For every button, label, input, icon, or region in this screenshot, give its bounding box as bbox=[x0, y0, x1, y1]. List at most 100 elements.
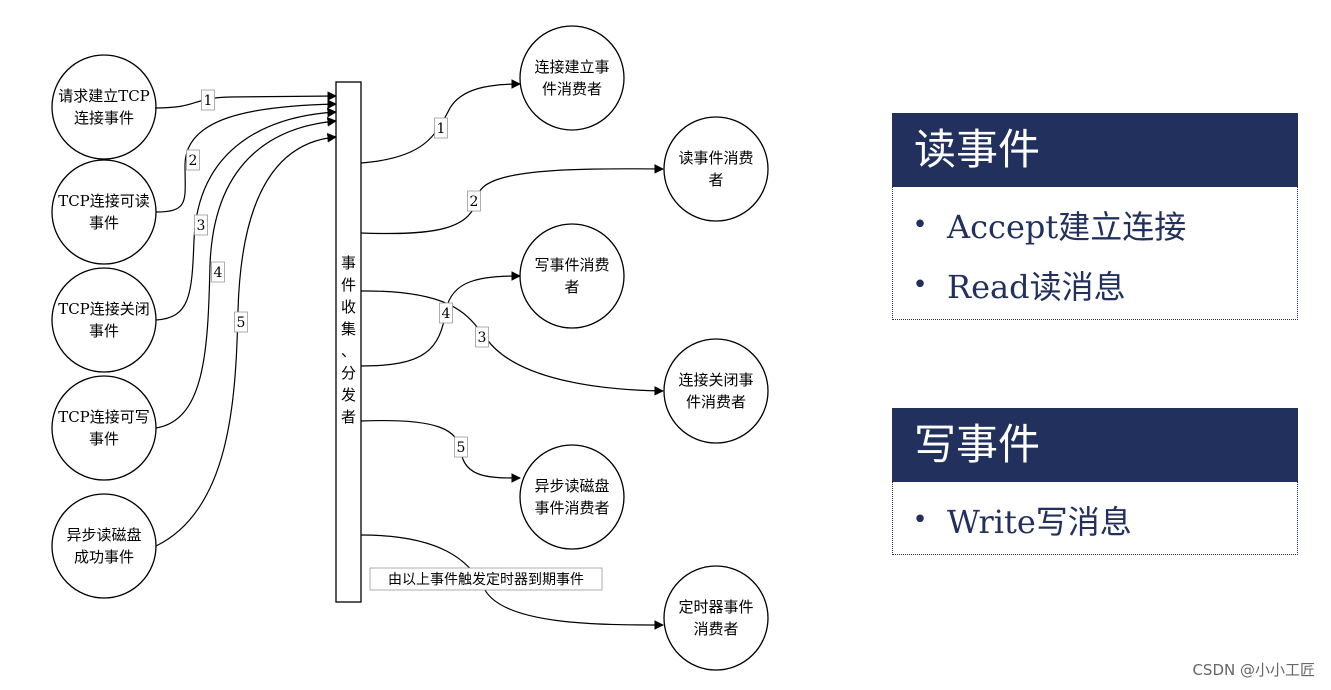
bullet-icon: • bbox=[912, 270, 928, 300]
edge-in-1 bbox=[154, 91, 337, 109]
edge-in-5 bbox=[155, 132, 337, 547]
svg-text:5: 5 bbox=[237, 315, 246, 331]
node-circle bbox=[51, 54, 157, 160]
edge-label-out-5: 5 bbox=[454, 436, 468, 458]
list-item: • Accept建立连接 bbox=[893, 195, 1297, 255]
node-label: TCP连接关闭 bbox=[58, 300, 150, 318]
collector-char: 件 bbox=[341, 276, 356, 294]
node-circle bbox=[51, 159, 157, 265]
collector-char: 事 bbox=[341, 254, 356, 272]
list-item: • Read读消息 bbox=[893, 255, 1297, 315]
node-circle bbox=[519, 223, 625, 329]
node-label: 消费者 bbox=[693, 620, 738, 638]
node-label: 异步读磁盘 bbox=[534, 477, 609, 495]
edge-label-in-2: 2 bbox=[186, 149, 200, 171]
svg-text:1: 1 bbox=[437, 121, 446, 137]
node-label: 者 bbox=[564, 278, 579, 296]
collector-char: 分 bbox=[341, 364, 356, 382]
edge-label-in-1: 1 bbox=[201, 89, 215, 111]
edge-label-out-1: 1 bbox=[434, 117, 448, 139]
node-label: 者 bbox=[708, 171, 723, 189]
read-events-panel: 读事件 • Accept建立连接 • Read读消息 bbox=[892, 113, 1298, 320]
node-circle bbox=[663, 565, 769, 671]
svg-text:2: 2 bbox=[470, 194, 479, 210]
node-label: 连接事件 bbox=[74, 109, 134, 127]
node-circle bbox=[663, 338, 769, 444]
node-label: 成功事件 bbox=[74, 548, 134, 566]
edge-label-out-2: 2 bbox=[467, 190, 481, 212]
read-events-list: • Accept建立连接 • Read读消息 bbox=[892, 187, 1298, 320]
edge-out-1 bbox=[360, 79, 521, 164]
node-label: 写事件消费 bbox=[534, 256, 609, 274]
node-label: 读事件消费 bbox=[678, 149, 753, 167]
node-label: 定时器事件 bbox=[678, 598, 753, 616]
node-circle bbox=[51, 375, 157, 481]
list-item-text: Accept建立连接 bbox=[947, 208, 1187, 246]
watermark: CSDN @小小工匠 bbox=[1192, 661, 1315, 679]
write-events-panel: 写事件 • Write写消息 bbox=[892, 408, 1298, 555]
svg-text:1: 1 bbox=[204, 93, 213, 109]
node-circle bbox=[519, 444, 625, 550]
svg-text:3: 3 bbox=[197, 218, 206, 234]
svg-text:4: 4 bbox=[214, 265, 223, 281]
node-label: 异步读磁盘 bbox=[66, 526, 141, 544]
collector-char: 收 bbox=[341, 298, 356, 316]
outgoing-edges bbox=[360, 79, 664, 630]
node-circle bbox=[51, 493, 157, 599]
read-events-title: 读事件 bbox=[892, 113, 1298, 187]
node-label: 件消费者 bbox=[542, 80, 602, 98]
edge-label-in-4: 4 bbox=[211, 261, 225, 283]
collector-char: 发 bbox=[341, 386, 356, 404]
node-circle bbox=[51, 267, 157, 373]
node-circle bbox=[663, 116, 769, 222]
svg-text:3: 3 bbox=[478, 330, 487, 346]
edge-out-5 bbox=[360, 419, 521, 483]
write-events-list: • Write写消息 bbox=[892, 482, 1298, 555]
edge-out-2 bbox=[360, 164, 664, 235]
collector-char: 集 bbox=[341, 320, 356, 338]
node-label: TCP连接可写 bbox=[58, 408, 150, 426]
bullet-icon: • bbox=[912, 505, 928, 535]
node-label: 连接建立事 bbox=[534, 58, 609, 76]
collector-char: 者 bbox=[341, 408, 356, 426]
edge-in-2 bbox=[155, 99, 337, 213]
timer-edge-label: 由以上事件触发定时器到期事件 bbox=[369, 567, 603, 591]
node-label: 事件消费者 bbox=[534, 499, 609, 517]
svg-text:4: 4 bbox=[442, 306, 451, 322]
node-label: 事件 bbox=[89, 430, 119, 448]
edge-in-4 bbox=[155, 116, 337, 429]
list-item-text: Read读消息 bbox=[947, 268, 1126, 306]
collector-bar bbox=[335, 81, 362, 603]
bullet-icon: • bbox=[912, 210, 928, 240]
write-events-title: 写事件 bbox=[892, 408, 1298, 482]
node-label: 件消费者 bbox=[686, 393, 746, 411]
list-item: • Write写消息 bbox=[893, 490, 1297, 550]
node-label: 事件 bbox=[89, 214, 119, 232]
list-item-text: Write写消息 bbox=[947, 503, 1132, 541]
edge-label-out-3: 3 bbox=[475, 326, 489, 348]
collector-char: 、 bbox=[341, 342, 356, 360]
svg-text:2: 2 bbox=[189, 153, 198, 169]
node-label: TCP连接可读 bbox=[58, 192, 150, 210]
edge-out-3 bbox=[360, 290, 664, 396]
node-label: 事件 bbox=[89, 322, 119, 340]
edge-label-out-4: 4 bbox=[439, 302, 453, 324]
node-label: 连接关闭事 bbox=[678, 371, 753, 389]
svg-text:5: 5 bbox=[457, 440, 466, 456]
node-circle bbox=[519, 25, 625, 131]
edge-label-in-3: 3 bbox=[194, 214, 208, 236]
edge-label-in-5: 5 bbox=[234, 311, 248, 333]
